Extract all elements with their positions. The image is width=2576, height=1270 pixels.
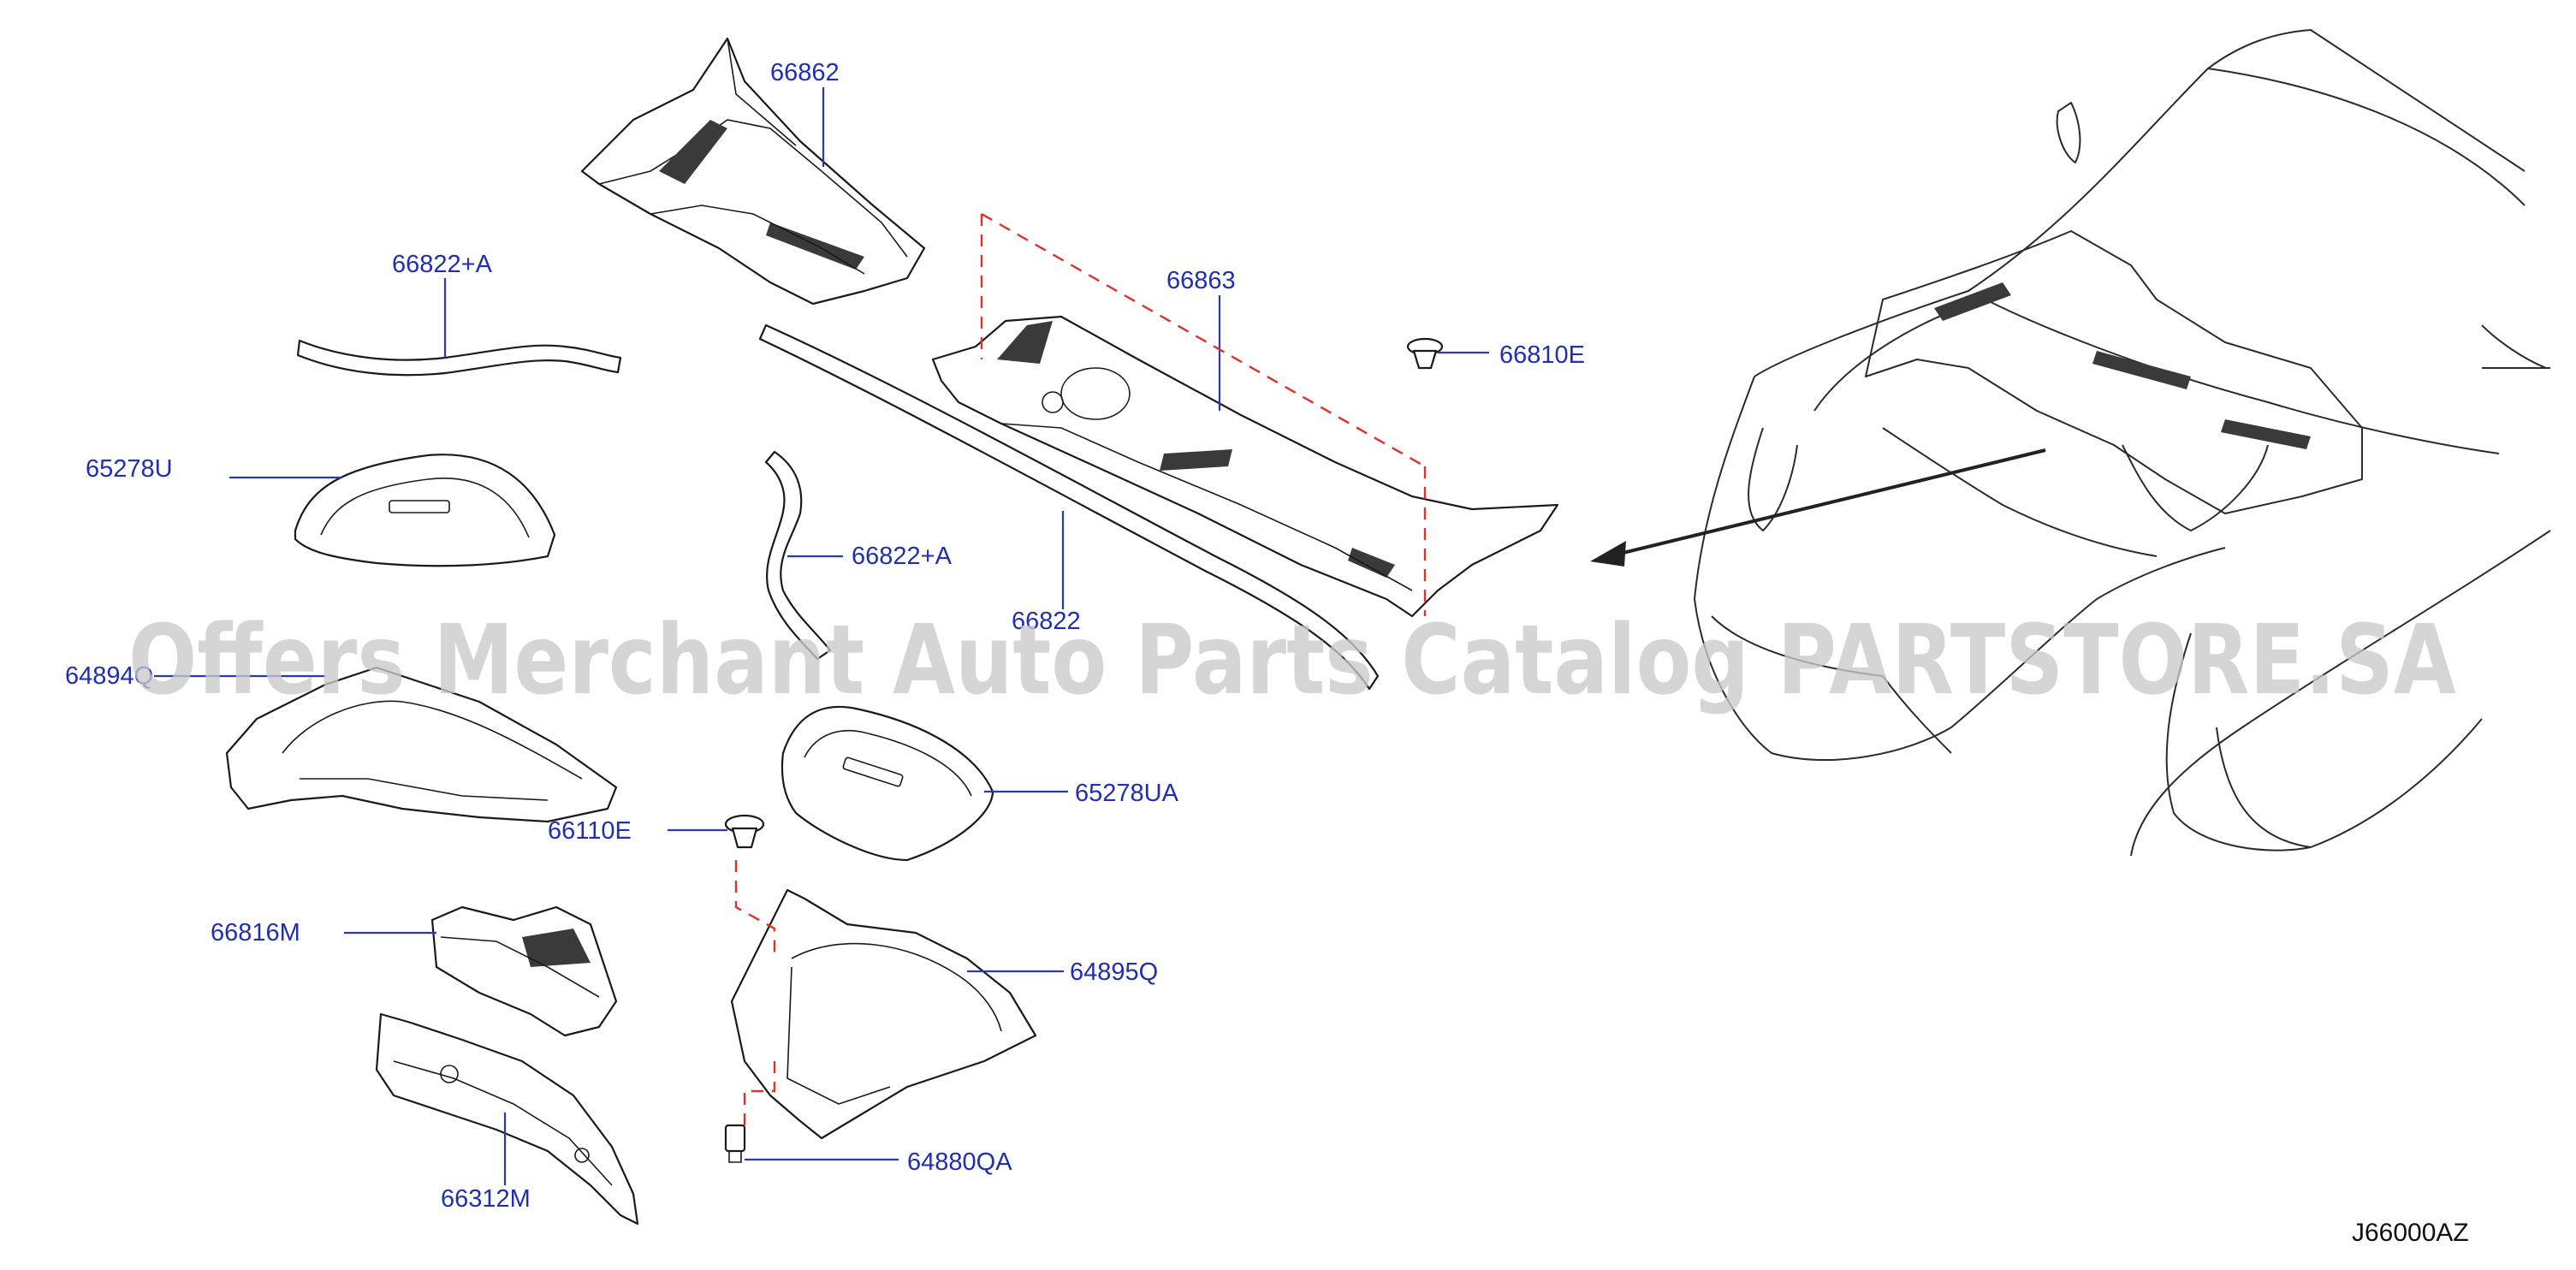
callout-65278U[interactable]: 65278U xyxy=(86,455,173,483)
callout-66110E[interactable]: 66110E xyxy=(548,817,632,845)
callout-66810E[interactable]: 66810E xyxy=(1499,341,1585,369)
callout-66312M[interactable]: 66312M xyxy=(441,1185,531,1213)
callout-64895Q[interactable]: 64895Q xyxy=(1070,958,1158,986)
part-64894Q-drawing[interactable] xyxy=(225,666,618,823)
callout-66822A-mid[interactable]: 66822+A xyxy=(852,543,953,570)
callout-66816M[interactable]: 66816M xyxy=(211,919,300,947)
part-66863-drawing[interactable] xyxy=(931,315,1559,618)
vehicle-location-view xyxy=(1694,29,2551,857)
diagram-code: J66000AZ xyxy=(2352,1219,2469,1247)
guide-line-66863 xyxy=(980,212,1427,616)
part-66312M-drawing[interactable] xyxy=(375,1012,639,1225)
part-64880QA-drawing[interactable] xyxy=(724,1124,746,1163)
part-66822-drawing[interactable] xyxy=(758,323,1380,691)
callout-66822A-top[interactable]: 66822+A xyxy=(392,251,493,278)
part-66110E-drawing[interactable] xyxy=(724,814,765,849)
watermark-text: Offers Merchant Auto Parts Catalog PARTS… xyxy=(128,605,2456,716)
callout-64894Q[interactable]: 64894Q xyxy=(65,662,153,690)
part-66822A-mid-drawing[interactable] xyxy=(764,450,832,661)
part-64895Q-drawing[interactable] xyxy=(730,888,1037,1140)
part-66810E-drawing[interactable] xyxy=(1406,337,1444,370)
part-66816M-drawing[interactable] xyxy=(430,905,618,1037)
guide-line-64880QA xyxy=(743,1061,776,1125)
part-66822A-top-drawing[interactable] xyxy=(296,339,622,377)
guide-line-66110E xyxy=(734,860,776,958)
location-arrow xyxy=(1590,448,2046,567)
callout-66822[interactable]: 66822 xyxy=(1012,608,1081,635)
part-65278U-drawing[interactable] xyxy=(294,454,556,567)
callout-64880QA[interactable]: 64880QA xyxy=(907,1148,1012,1176)
callout-66862[interactable]: 66862 xyxy=(770,59,840,86)
part-65278UA-drawing[interactable] xyxy=(781,705,994,862)
part-66862-drawing[interactable] xyxy=(580,37,926,306)
callout-66863[interactable]: 66863 xyxy=(1166,267,1236,294)
callout-65278UA[interactable]: 65278UA xyxy=(1075,780,1179,807)
